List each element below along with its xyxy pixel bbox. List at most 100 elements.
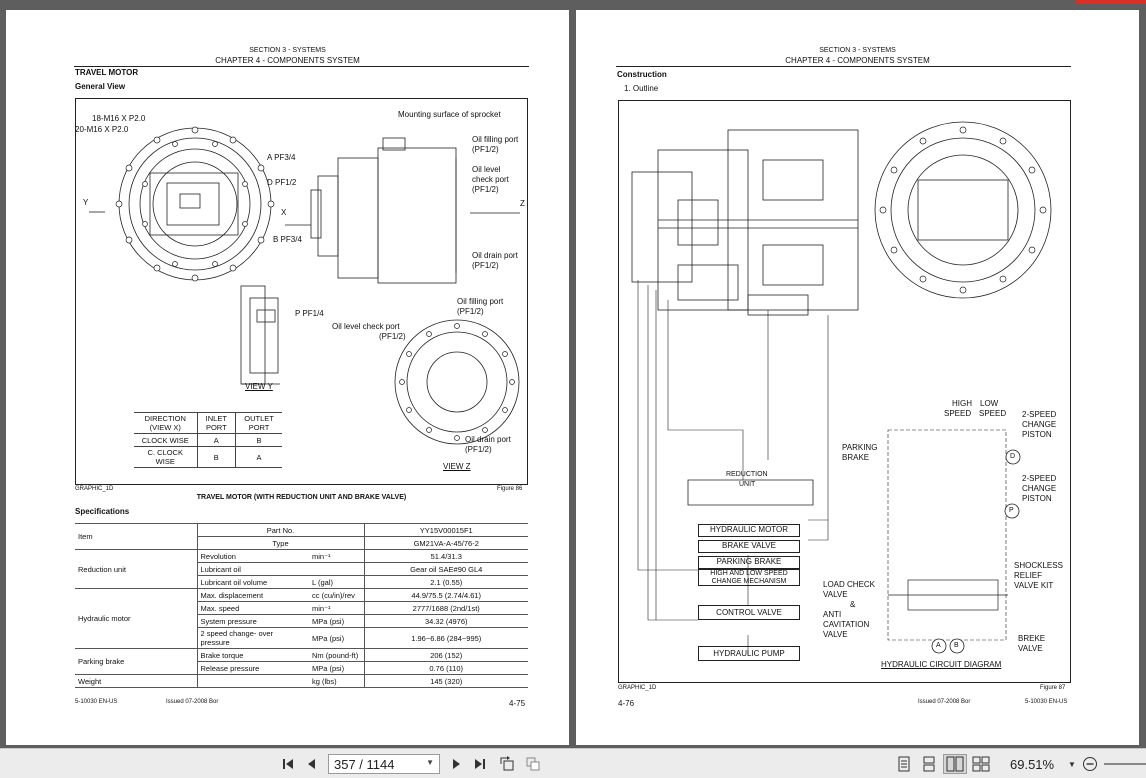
oil-filling-port-2-label: Oil filling port: [457, 297, 504, 306]
section-header: SECTION 3 - SYSTEMS: [819, 47, 896, 54]
footer-page-number: 4-76: [618, 699, 635, 708]
two-page-continuous-icon[interactable]: [970, 754, 992, 774]
oil-level-check-label: check port: [472, 175, 509, 184]
table-row: Max. speed min⁻¹ 2777/1688 (2nd/1st): [75, 601, 528, 615]
header-rule: [616, 66, 1071, 67]
oil-drain-port-2-size: (PF1/2): [465, 445, 492, 454]
prev-page-icon[interactable]: [302, 754, 322, 774]
oil-level-label: Oil level: [472, 165, 501, 174]
valve-label: VALVE: [823, 590, 848, 599]
footer-page-number: 4-75: [509, 699, 526, 708]
footer-issued: Issued 07-2008 Bor: [166, 699, 219, 705]
chapter-header: CHAPTER 4 - COMPONENTS SYSTEM: [215, 56, 360, 65]
next-page-icon[interactable]: [446, 754, 466, 774]
first-page-icon[interactable]: [278, 754, 298, 774]
oil-filling-port-label: Oil filling port: [472, 135, 519, 144]
oil-level-port-size: (PF1/2): [472, 185, 499, 194]
graphic-id: GRAPHIC_1D: [618, 685, 657, 691]
port-b-label: B PF3/4: [273, 235, 302, 244]
spec-name: Lubricant oil volume: [196, 575, 309, 589]
x-axis-label: X: [281, 208, 287, 217]
figure-number: Figure 87: [1040, 685, 1066, 691]
spec-value: 2.1 (0.55): [363, 575, 528, 589]
spec-unit: L (gal): [309, 575, 364, 589]
spec-unit: cc (cu/in)/rev: [309, 588, 364, 602]
spec-unit: min⁻¹: [309, 549, 364, 563]
spec-name: Max. displacement: [196, 588, 309, 602]
zoom-level[interactable]: 69.51%: [1010, 754, 1054, 774]
spec-unit: min⁻¹: [309, 601, 364, 615]
hydraulic-pump-box: HYDRAULIC PUMP: [698, 646, 800, 661]
direction-cell: C. CLOCK WISE: [134, 446, 198, 468]
table-row: Lubricant oil volume L (gal) 2.1 (0.55): [75, 575, 528, 589]
two-speed-label-1: 2-SPEED: [1022, 410, 1057, 419]
outlet-cell: A: [235, 446, 282, 468]
inlet-cell: A: [196, 433, 236, 447]
zoom-dropdown-icon[interactable]: ▼: [1068, 759, 1076, 769]
zoom-slider[interactable]: [1104, 763, 1146, 765]
page-left: SECTION 3 - SYSTEMS CHAPTER 4 - COMPONEN…: [6, 10, 569, 745]
outlet-header: OUTLET PORT: [235, 412, 282, 434]
brake-valve-box: BRAKE VALVE: [698, 540, 800, 553]
zoom-out-icon[interactable]: [1080, 754, 1100, 774]
oil-drain-port-size: (PF1/2): [472, 261, 499, 270]
hilo-line1: HIGH AND LOW SPEED: [710, 570, 788, 577]
spec-value: 145 (320): [363, 674, 528, 688]
graphic-id: GRAPHIC_1D: [75, 486, 114, 492]
document-viewport[interactable]: SECTION 3 - SYSTEMS CHAPTER 4 - COMPONEN…: [0, 0, 1146, 748]
two-page-icon[interactable]: [943, 754, 967, 774]
table-row: Lubricant oil Gear oil SAE#90 GL4: [75, 562, 528, 576]
figure-frame: [618, 100, 1071, 683]
copy-icon[interactable]: [522, 754, 544, 774]
weight-label: Weight: [75, 674, 197, 688]
valve-label-3: VALVE: [1018, 644, 1043, 653]
spec-name-line2: pressure: [200, 638, 230, 647]
specifications-table: Item Part No. YY15V00015F1 Type GM21VA-A…: [75, 523, 528, 688]
continuous-icon[interactable]: [918, 754, 940, 774]
parking-brake-box: PARKING BRAKE: [698, 556, 800, 569]
cavitation-label: CAVITATION: [823, 620, 870, 629]
single-page-icon[interactable]: [893, 754, 915, 774]
table-row: CLOCK WISE A B: [134, 433, 282, 447]
brake-label: BRAKE: [842, 453, 870, 462]
control-valve-box: CONTROL VALVE: [698, 605, 800, 620]
hydraulic-motor-box: HYDRAULIC MOTOR: [698, 524, 800, 537]
spec-name: Revolution: [196, 549, 309, 563]
viewer-toolbar: 357 / 1144 ▼ 69.51% ▼: [0, 748, 1146, 778]
spec-value: 1.96~6.86 (284~995): [363, 627, 528, 649]
oil-drain-port-label: Oil drain port: [472, 251, 518, 260]
close-button[interactable]: [1076, 0, 1146, 4]
spec-value: 44.9/75.5 (2.74/4.61): [363, 588, 528, 602]
part-no-value: YY15V00015F1: [363, 523, 528, 537]
table-row: Hydraulic motor Max. displacement cc (cu…: [75, 588, 528, 649]
type-label: Type: [196, 536, 364, 550]
page-number-select[interactable]: 357 / 1144 ▼: [328, 754, 440, 774]
last-page-icon[interactable]: [470, 754, 490, 774]
spec-value: 0.76 (110): [363, 661, 528, 675]
page-title: TRAVEL MOTOR: [75, 68, 139, 77]
part-no-label: Part No.: [196, 523, 364, 537]
anti-label: ANTI: [823, 610, 842, 619]
circle-d-label: D: [1010, 453, 1016, 460]
page-subtitle: General View: [75, 82, 126, 91]
zoom-value: 69.51%: [1010, 756, 1055, 772]
rotate-icon[interactable]: [496, 754, 518, 774]
page-number-value: 357 / 1144: [334, 756, 395, 772]
type-value: GM21VA-A-45/76-2: [363, 536, 528, 550]
hilo-speed-box: HIGH AND LOW SPEED CHANGE MECHANISM: [698, 569, 800, 586]
oil-filling-port-size: (PF1/2): [472, 145, 499, 154]
page-right: SECTION 3 - SYSTEMS CHAPTER 4 - COMPONEN…: [576, 10, 1139, 745]
shockless-label: SHOCKLESS: [1014, 561, 1063, 570]
port-d-label: D PF1/2: [267, 178, 297, 187]
y-axis-label: Y: [83, 198, 89, 207]
footer-issued: Issued 07-2008 Bor: [918, 699, 971, 705]
table-row: Parking brake Brake torque Nm (pound-ft)…: [75, 648, 528, 675]
relief-label: RELIEF: [1014, 571, 1043, 580]
load-check-label: LOAD CHECK: [823, 580, 876, 589]
change-label-2: CHANGE: [1022, 484, 1057, 493]
direction-cell: CLOCK WISE: [134, 433, 198, 447]
direction-header: DIRECTION (VIEW X): [134, 412, 198, 434]
page-title: Construction: [617, 70, 667, 79]
parking-label: PARKING: [842, 443, 878, 452]
